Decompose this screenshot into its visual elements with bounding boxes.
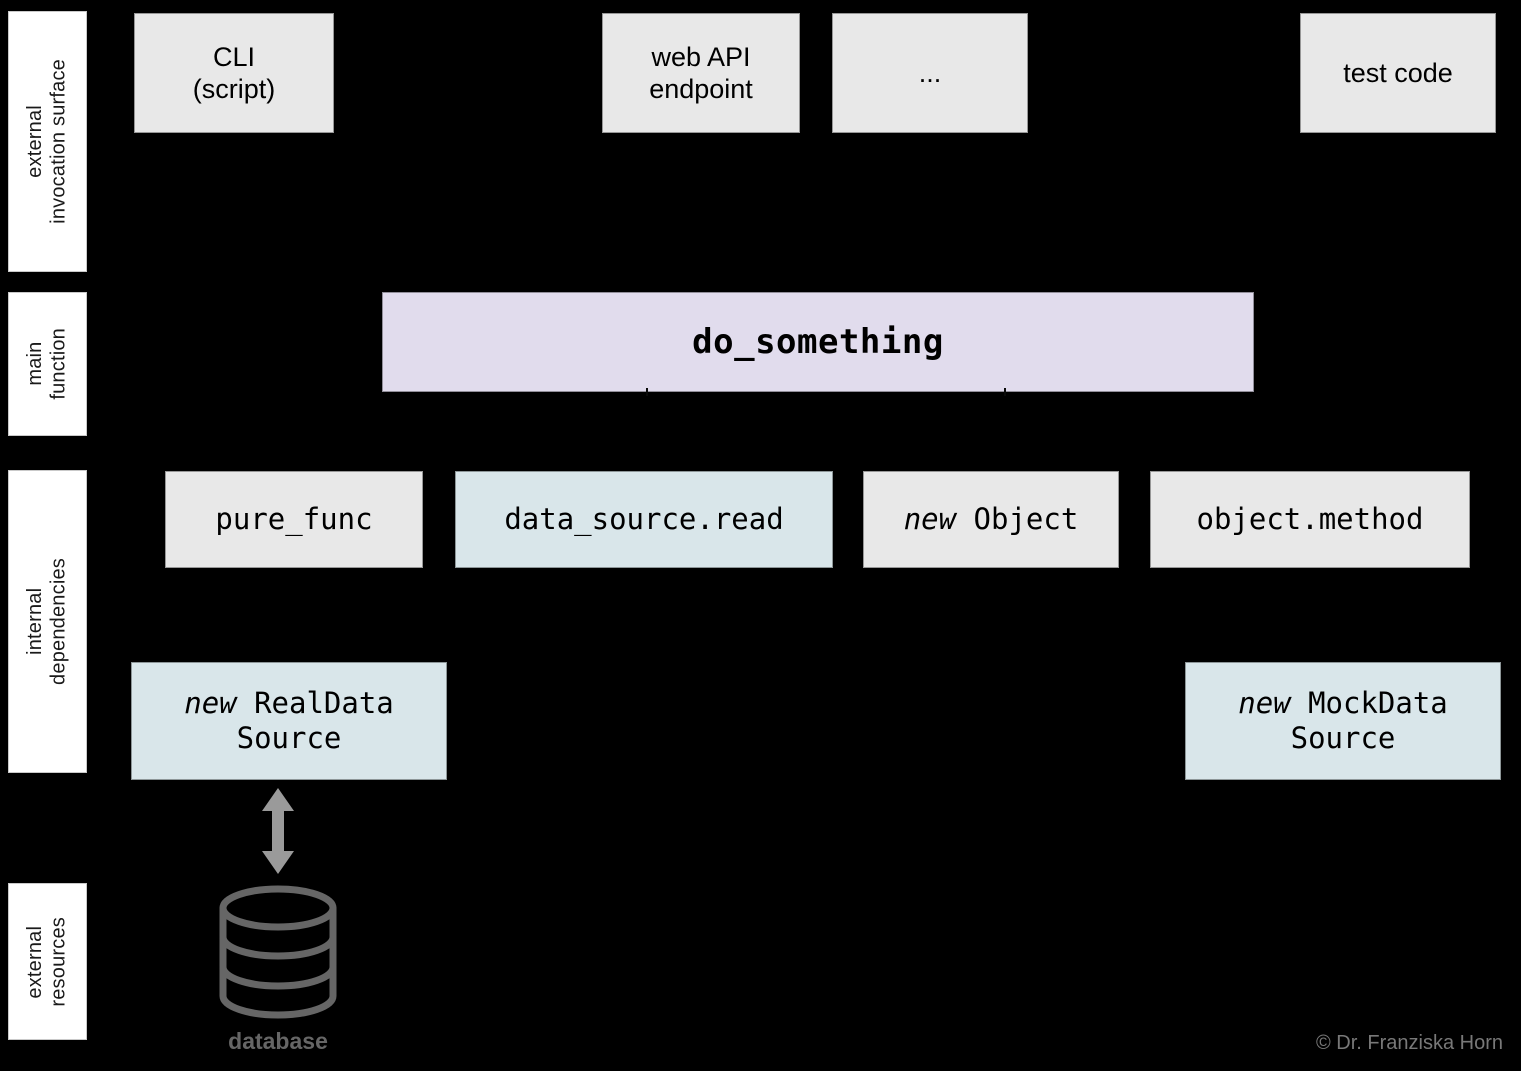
node-test-code[interactable]: test code bbox=[1300, 13, 1496, 133]
node-label: test code bbox=[1343, 57, 1453, 88]
band-label: external invocation surface bbox=[23, 59, 70, 224]
node-object-method[interactable]: object.method bbox=[1150, 471, 1470, 568]
node-new-mockdatasource[interactable]: new MockData Source bbox=[1185, 662, 1501, 780]
node-label: do_something bbox=[692, 322, 944, 362]
node-label-text: Object bbox=[956, 501, 1079, 536]
band-external-invocation-surface: external invocation surface bbox=[8, 11, 87, 272]
node-label: data_source.read bbox=[504, 501, 784, 536]
node-new-object[interactable]: new Object bbox=[863, 471, 1119, 568]
node-do-something[interactable]: do_something bbox=[382, 292, 1254, 392]
keyword-new: new bbox=[184, 685, 237, 720]
node-label: new MockData Source bbox=[1238, 686, 1448, 757]
band-main-function: main function bbox=[8, 292, 87, 436]
band-label: internal dependencies bbox=[23, 558, 70, 685]
band-label: main function bbox=[23, 328, 70, 400]
node-ellipsis[interactable]: ... bbox=[832, 13, 1028, 133]
node-label-text: MockData Source bbox=[1290, 685, 1448, 755]
node-label: web API endpoint bbox=[649, 41, 753, 104]
node-label: new Object bbox=[904, 502, 1079, 537]
node-label: new RealData Source bbox=[184, 686, 394, 757]
band-label: external resources bbox=[23, 916, 70, 1007]
external-resource-database: database bbox=[198, 788, 358, 1070]
keyword-new: new bbox=[1238, 685, 1291, 720]
band-internal-dependencies: internal dependencies bbox=[8, 470, 87, 773]
node-label: object.method bbox=[1196, 501, 1424, 536]
connector-stub-right bbox=[1004, 388, 1006, 396]
copyright-notice: © Dr. Franziska Horn bbox=[1315, 1032, 1503, 1054]
node-label: ... bbox=[918, 57, 942, 88]
node-new-realdatasource[interactable]: new RealData Source bbox=[131, 662, 447, 780]
double-headed-arrow-icon bbox=[262, 788, 294, 874]
node-cli-script[interactable]: CLI (script) bbox=[134, 13, 334, 133]
node-pure-func[interactable]: pure_func bbox=[165, 471, 423, 568]
node-web-api-endpoint[interactable]: web API endpoint bbox=[602, 13, 800, 133]
node-data-source-read[interactable]: data_source.read bbox=[455, 471, 833, 568]
connector-stub-left bbox=[646, 388, 648, 396]
keyword-new: new bbox=[903, 501, 957, 536]
node-label-text: RealData Source bbox=[236, 685, 394, 755]
database-cylinder-icon bbox=[219, 885, 337, 1019]
node-label: CLI (script) bbox=[192, 41, 276, 104]
band-external-resources: external resources bbox=[8, 883, 87, 1040]
database-label: database bbox=[228, 1028, 328, 1054]
node-label: pure_func bbox=[215, 501, 373, 536]
